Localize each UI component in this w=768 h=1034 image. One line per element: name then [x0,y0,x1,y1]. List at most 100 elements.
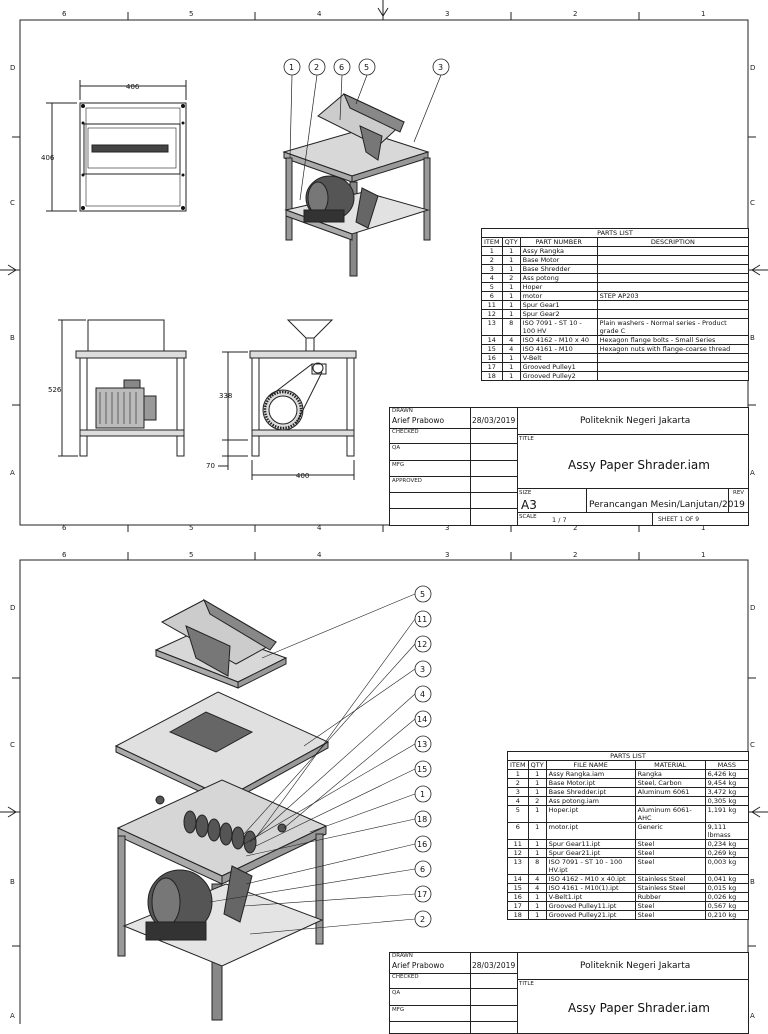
zone-col-3: 3 [445,10,450,18]
drawing-sheet-2: 5 11 12 3 4 14 13 15 1 18 16 6 17 2 6 5 … [0,546,768,1034]
sheet-number: SHEET 1 OF 9 [658,516,700,523]
zone2-row-a-right: A [750,1012,755,1020]
parts-list2-cell: Base Motor.ipt [545,778,636,788]
dim-top-width: 406 [126,83,140,91]
parts-list-cell: 6 [481,291,503,301]
col-header-item: ITEM [481,237,503,247]
col2-header-item: ITEM [507,760,529,770]
parts-list-cell: Hoper [519,282,598,292]
parts-list2-cell: 9,454 kg [704,778,750,788]
parts-list-cell: Spur Gear2 [519,309,598,319]
zone2-col-1: 1 [701,551,706,559]
sheet2-drawing: 5 11 12 3 4 14 13 15 1 18 16 6 17 2 [0,552,768,1024]
zone-col-5-bottom: 5 [189,524,194,532]
parts-list-cell: V-Belt [519,353,598,363]
balloon2-15: 15 [417,765,427,774]
parts-list-cell: Grooved Pulley1 [519,362,598,372]
parts-list-cell: 4 [501,335,521,345]
zone-col-1: 1 [701,10,706,18]
drawn-date: 28/03/2019 [472,416,516,425]
drawn2-by: Arief Prabowo [392,961,445,970]
parts-list2-cell: 1 [527,901,547,911]
col2-header-mass: MASS [704,760,750,770]
parts-list-cell: 1 [501,362,521,372]
zone2-col-3: 3 [445,551,450,559]
checked-label: CHECKED [392,429,419,435]
zone-row-a-right: A [750,469,755,477]
balloon2-4: 4 [420,690,425,699]
parts-list2-cell: Steel, Carbon [634,778,706,788]
col2-header-material: MATERIAL [634,760,706,770]
approved-label: APPROVED [392,478,422,484]
parts-list-cell: Assy Rangka [519,246,598,256]
drawing2-title: Assy Paper Shrader.iam [568,1001,710,1015]
parts-list2-cell: 17 [507,901,529,911]
zone-row-c: C [10,199,15,207]
drawn-by: Arief Prabowo [392,416,445,425]
zone-row-d-right: D [750,64,756,72]
col-header-part-number: PART NUMBER [519,237,598,247]
parts-list2-cell: 0,305 kg [704,796,750,806]
parts-list-cell: 1 [501,300,521,310]
parts-list2-cell: 6,426 kg [704,769,750,779]
balloon-6: 6 [339,63,344,72]
balloon2-11: 11 [417,615,427,624]
parts-list2-cell: 0,567 kg [704,901,750,911]
parts-list-cell: 1 [481,246,503,256]
parts-list-cell [596,309,750,319]
zone2-col-4: 4 [317,551,322,559]
parts-list-cell: 2 [481,255,503,265]
title-label: TITLE [519,436,534,442]
parts-list-cell: 5 [481,282,503,292]
parts-list2-cell: 3,472 kg [704,787,750,797]
parts-list2-cell: 0,041 kg [704,874,750,884]
parts-list2-cell: 1 [507,769,529,779]
parts-list-cell: 12 [481,309,503,319]
zone2-col-2: 2 [573,551,578,559]
parts-list2-cell: 0,269 kg [704,848,750,858]
parts-list-cell: motor [519,291,598,301]
dim-side-height: 338 [219,392,232,400]
parts-list2-cell: 14 [507,874,529,884]
balloon-1: 1 [289,63,294,72]
parts-list-cell: 18 [481,371,503,381]
sheet-separator [0,532,768,546]
parts-list-cell: Plain washers - Normal series - Product … [596,318,750,336]
parts-list-cell [596,264,750,274]
balloon2-16: 16 [417,840,427,849]
parts-list-cell: Hexagon nuts with flange-coarse thread [596,344,750,354]
parts-list2-cell: Generic [634,822,706,840]
parts-list2-cell: 1,191 kg [704,805,750,823]
parts-list-cell: STEP AP203 [596,291,750,301]
parts-list2-cell: Aluminum 6061 [634,787,706,797]
parts-list2-cell: 18 [507,910,529,920]
scale-label: SCALE [519,514,537,520]
balloon2-18: 18 [417,815,427,824]
parts-list-cell: ISO 4162 - M10 x 40 [519,335,598,345]
balloon2-1: 1 [420,790,425,799]
drawing-sheet-1: 406 406 526 [0,0,768,532]
title-block-sheet1: DRAWN Arief Prabowo 28/03/2019 CHECKED Q… [389,407,749,526]
rev-label: REV [733,490,745,496]
scale-value: 1 / 7 [552,516,567,524]
zone-col-2: 2 [573,10,578,18]
balloon-2: 2 [314,63,319,72]
balloon2-3: 3 [420,665,425,674]
parts-list-cell: Ass potong [519,273,598,283]
parts-list2-cell: 2 [507,778,529,788]
parts-list-cell: 1 [501,371,521,381]
parts-list2-cell: Rubber [634,892,706,902]
drawn2-label: DRAWN [392,953,413,959]
parts-list2-cell: 1 [527,805,547,823]
